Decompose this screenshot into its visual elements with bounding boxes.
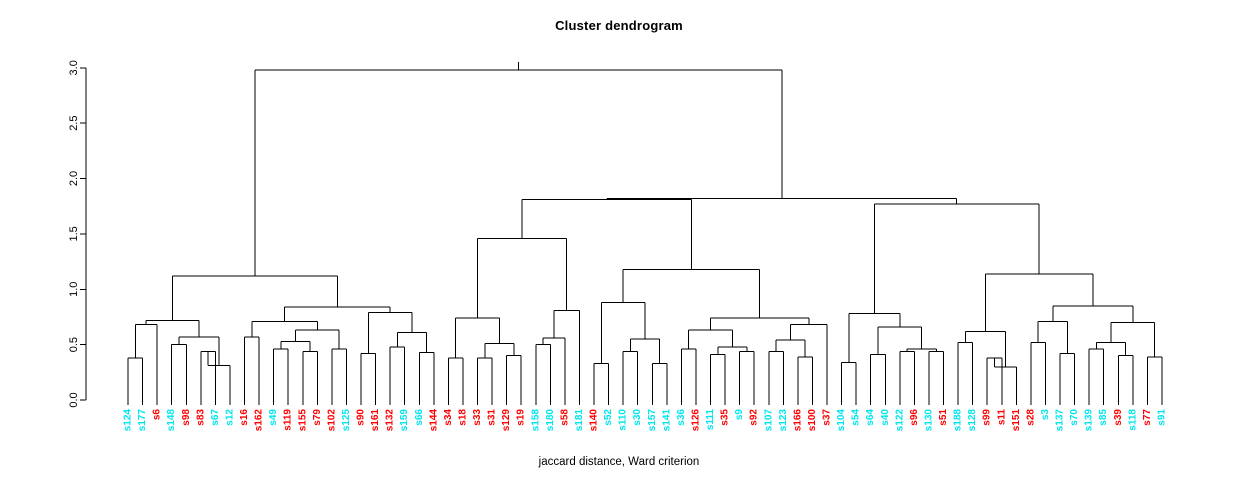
leaf-label[interactable]: s100 — [807, 409, 818, 432]
leaf-label[interactable]: s16 — [239, 409, 250, 426]
leaf-label[interactable]: s79 — [312, 409, 323, 426]
leaf-label[interactable]: s139 — [1084, 409, 1095, 432]
leaf-label[interactable]: s99 — [982, 409, 993, 426]
leaf-label[interactable]: s158 — [530, 409, 541, 432]
leaf-label[interactable]: s111 — [705, 409, 716, 431]
leaf-label[interactable]: s166 — [792, 409, 803, 432]
leaf-label[interactable]: s12 — [224, 409, 235, 426]
y-axis-tick-label: 0.5 — [68, 337, 80, 352]
leaf-label[interactable]: s180 — [545, 409, 556, 432]
y-axis-tick-label: 3.0 — [68, 60, 80, 75]
leaf-label[interactable]: s34 — [443, 409, 454, 426]
leaf-label[interactable]: s98 — [181, 409, 192, 426]
leaf-label[interactable]: s129 — [501, 409, 512, 432]
leaf-label[interactable]: s96 — [909, 409, 920, 426]
leaf-label[interactable]: s140 — [589, 409, 600, 432]
leaf-label[interactable]: s66 — [414, 409, 425, 426]
leaf-label[interactable]: s36 — [676, 409, 687, 426]
leaf-label[interactable]: s130 — [923, 409, 934, 432]
leaf-label[interactable]: s30 — [632, 409, 643, 426]
leaf-label[interactable]: s6 — [152, 409, 163, 421]
leaf-label[interactable]: s49 — [268, 409, 279, 426]
leaf-label[interactable]: s77 — [1142, 409, 1153, 426]
leaf-label[interactable]: s119 — [283, 409, 294, 431]
y-axis-tick-label: 1.0 — [68, 282, 80, 297]
leaf-label[interactable]: s126 — [690, 409, 701, 432]
leaf-label[interactable]: s64 — [865, 409, 876, 426]
y-axis-tick-label: 0.0 — [68, 392, 80, 407]
leaf-label[interactable]: s128 — [967, 409, 978, 432]
leaf-label[interactable]: s177 — [137, 409, 148, 432]
leaf-label[interactable]: s125 — [341, 409, 352, 432]
leaf-label[interactable]: s162 — [254, 409, 265, 432]
leaf-label[interactable]: s58 — [559, 409, 570, 426]
leaf-label[interactable]: s83 — [195, 409, 206, 426]
leaf-label[interactable]: s67 — [210, 409, 221, 426]
leaf-label[interactable]: s151 — [1011, 409, 1022, 432]
leaf-label[interactable]: s124 — [123, 409, 134, 432]
leaf-label[interactable]: s92 — [749, 409, 760, 426]
leaf-label[interactable]: s123 — [778, 409, 789, 432]
leaf-label[interactable]: s39 — [1113, 409, 1124, 426]
leaf-label[interactable]: s19 — [516, 409, 527, 426]
leaf-label[interactable]: s91 — [1157, 409, 1168, 426]
page-title: Cluster dendrogram — [555, 18, 683, 33]
leaf-label[interactable]: s70 — [1069, 409, 1080, 426]
leaf-label[interactable]: s33 — [472, 409, 483, 426]
leaf-label[interactable]: s54 — [851, 409, 862, 426]
leaf-label[interactable]: s35 — [720, 409, 731, 426]
x-axis-label: jaccard distance, Ward criterion — [538, 456, 700, 468]
leaf-label[interactable]: s18 — [457, 409, 468, 426]
y-axis-tick-label: 2.0 — [68, 171, 80, 186]
leaf-label[interactable]: s157 — [647, 409, 658, 432]
leaf-label[interactable]: s132 — [385, 409, 396, 432]
leaf-label[interactable]: s31 — [487, 409, 498, 426]
leaf-label[interactable]: s107 — [763, 409, 774, 432]
y-axis-tick-label: 1.5 — [68, 226, 80, 241]
leaf-label[interactable]: s90 — [356, 409, 367, 426]
leaf-label[interactable]: s118 — [1127, 409, 1138, 431]
leaf-label[interactable]: s85 — [1098, 409, 1109, 426]
leaf-label[interactable]: s28 — [1025, 409, 1036, 426]
leaf-label[interactable]: s137 — [1055, 409, 1066, 432]
leaf-label[interactable]: s51 — [938, 409, 949, 426]
leaf-label[interactable]: s3 — [1040, 409, 1051, 421]
leaf-label[interactable]: s52 — [603, 409, 614, 426]
leaf-label[interactable]: s110 — [618, 409, 629, 431]
leaf-label[interactable]: s148 — [166, 409, 177, 432]
leaf-label[interactable]: s40 — [880, 409, 891, 426]
leaf-label[interactable]: s155 — [297, 409, 308, 432]
leaf-label[interactable]: s104 — [836, 409, 847, 432]
leaf-label[interactable]: s11 — [996, 409, 1007, 426]
leaf-label[interactable]: s37 — [822, 409, 833, 426]
leaf-label[interactable]: s9 — [734, 409, 745, 421]
leaf-label[interactable]: s141 — [661, 409, 672, 432]
leaf-label[interactable]: s102 — [326, 409, 337, 432]
leaf-label[interactable]: s144 — [428, 409, 439, 432]
leaf-label[interactable]: s159 — [399, 409, 410, 432]
leaf-label[interactable]: s181 — [574, 409, 585, 432]
leaf-label[interactable]: s188 — [953, 409, 964, 432]
leaf-label[interactable]: s122 — [894, 409, 905, 432]
y-axis-tick-label: 2.5 — [68, 116, 80, 131]
leaf-label[interactable]: s161 — [370, 409, 381, 432]
